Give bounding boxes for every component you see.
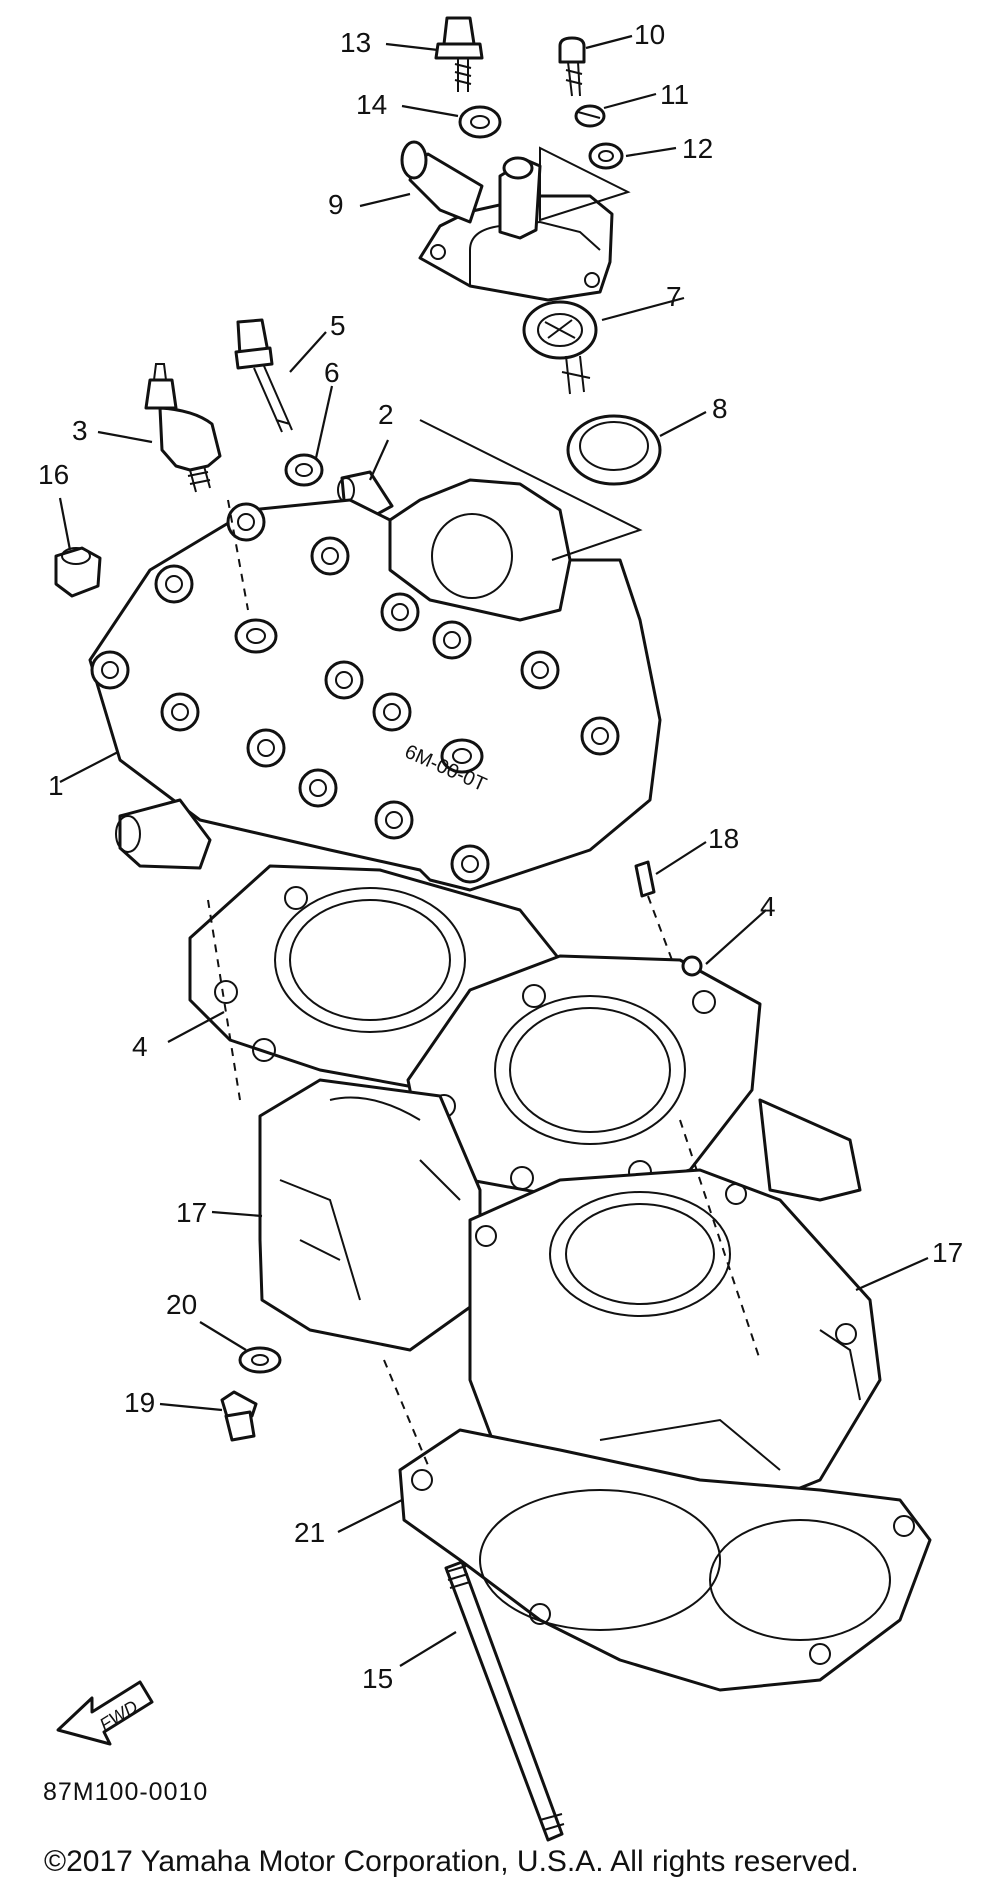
callout-17: 17 [176,1197,207,1228]
thermostat-cover-part-9 [400,140,631,302]
cylinder-head-part-1: 6M-00-0T [88,478,662,892]
alignment-line [207,899,241,1101]
callout-1: 1 [48,770,64,801]
callout-17: 17 [932,1237,963,1268]
washer-part-11 [574,104,606,128]
callout-21: 21 [294,1517,325,1548]
washer-part-12 [588,142,624,170]
alignment-line [679,1119,761,1361]
callout-4: 4 [760,891,776,922]
cylinder-left-part-17 [258,1078,482,1352]
callout-15: 15 [362,1663,393,1694]
washer-part-20 [238,1346,282,1374]
base-gasket-part-21 [398,1428,932,1692]
callout-3: 3 [72,415,88,446]
forward-arrow-icon: FWD [56,1680,154,1746]
callout-5: 5 [330,310,346,341]
callout-11: 11 [660,79,689,110]
callout-18: 18 [708,823,739,854]
callout-14: 14 [356,89,387,120]
diagram-code: 87M100-0010 [43,1778,209,1806]
thermostat-part-7 [522,300,598,395]
callout-7: 7 [666,281,682,312]
callout-19: 19 [124,1387,155,1418]
bolt-part-10 [558,36,586,97]
bolt-part-13 [434,16,484,92]
callout-9: 9 [328,189,344,220]
callout-8: 8 [712,393,728,424]
alignment-line [383,1359,431,1471]
washer-part-14 [458,105,502,139]
leader-lines [58,34,929,1667]
callout-10: 10 [634,19,665,50]
copyright-notice: ©2017 Yamaha Motor Corporation, U.S.A. A… [44,1845,859,1878]
callout-2: 2 [378,399,394,430]
callout-13: 13 [340,27,371,58]
bolt-part-5 [234,318,293,433]
nut-part-16 [54,546,102,598]
dowel-pin-part-18 [634,860,673,961]
callout-4: 4 [132,1031,148,1062]
alignment-line [227,499,249,611]
spark-plug-part-3 [144,363,222,493]
bolt-part-19 [220,1390,258,1442]
callout-6: 6 [324,357,340,388]
seal-part-8 [566,414,662,486]
callout-20: 20 [166,1289,197,1320]
callout-16: 16 [38,459,69,490]
washer-part-6 [284,453,324,487]
alignment-line [419,419,643,561]
stud-bolt-part-15 [444,1560,565,1842]
callout-12: 12 [682,133,713,164]
